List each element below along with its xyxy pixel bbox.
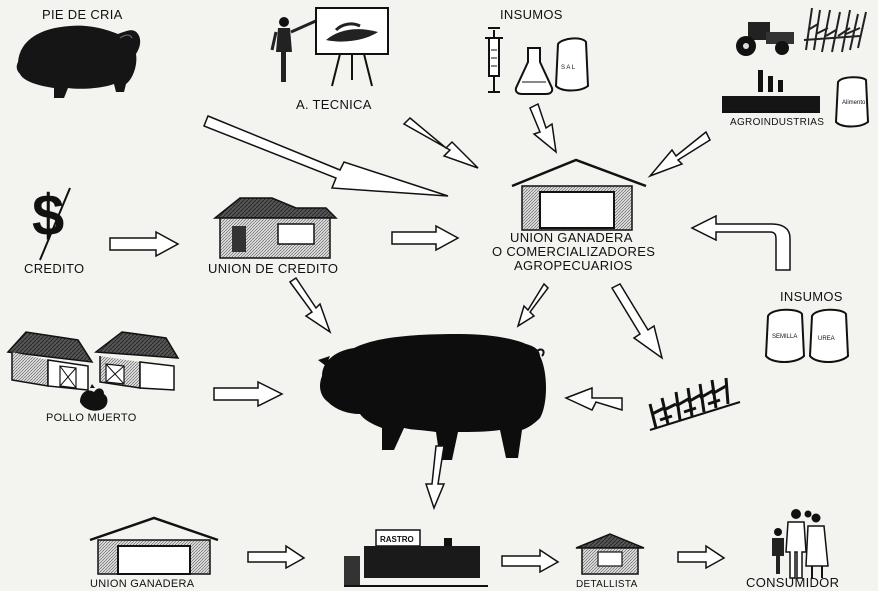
semilla-bag-icon: SEMILLA — [764, 308, 806, 363]
svg-text:Alimento: Alimento — [842, 100, 866, 106]
pig-icon — [318, 334, 546, 460]
arrow-pig-to-rastro — [424, 445, 446, 511]
pie-de-cria-label: PIE DE CRIA — [42, 7, 123, 22]
consumidor-label: CONSUMIDOR — [746, 575, 840, 590]
credito-label: CREDITO — [24, 261, 85, 276]
flask-icon — [514, 47, 554, 95]
arrow-agroindustrias-to-union — [647, 130, 711, 178]
arrow-pollo-to-pig — [213, 380, 284, 408]
sow-icon — [16, 25, 141, 99]
asistencia-tecnica-label: A. TECNICA — [296, 97, 372, 112]
arrow-tecnica-to-union — [402, 116, 479, 169]
house-icon — [212, 197, 338, 259]
arrow-credito-to-union — [109, 230, 180, 258]
warehouse-icon — [89, 516, 219, 575]
svg-text:S A L: S A L — [561, 65, 576, 71]
arrow-unioncredito-to-union — [391, 224, 460, 252]
union-ganadera-bottom-label: UNION GANADERA — [90, 578, 195, 590]
dollar-icon: $ — [32, 183, 71, 261]
barn-icon — [93, 331, 180, 391]
arrow-detallista-to-consumidor — [677, 544, 726, 570]
svg-text:SEMILLA: SEMILLA — [772, 334, 797, 340]
alimento-bag-icon: Alimento — [834, 76, 870, 128]
union-ganadera-label-3: AGROPECUARIOS — [514, 258, 633, 273]
slaughterhouse-icon: RASTRO — [344, 529, 488, 587]
pollo-muerto-label: POLLO MUERTO — [46, 412, 137, 424]
rastro-sign: RASTRO — [380, 535, 414, 544]
teacher-icon — [270, 7, 389, 87]
crop-field-icon — [648, 377, 741, 431]
union-ganadera-label-1: UNION GANADERA — [510, 230, 633, 245]
svg-text:UREA: UREA — [818, 336, 835, 342]
warehouse-icon — [511, 158, 647, 231]
arrow-uniong-to-rastro — [247, 544, 306, 570]
chicken-icon — [80, 384, 108, 411]
arrow-rastro-to-detallista — [501, 548, 560, 574]
union-ganadera-label-2: O COMERCIALIZADORES — [492, 244, 656, 259]
arrow-field-to-pig — [564, 386, 623, 412]
syringe-icon — [485, 27, 503, 93]
insumos-top-label: INSUMOS — [500, 7, 563, 22]
agroindustrias-label: AGROINDUSTRIAS — [730, 117, 825, 128]
detallista-label: DETALLISTA — [576, 579, 638, 590]
barn-icon — [6, 331, 94, 391]
arrow-insumos-to-union — [529, 102, 558, 154]
tractor-icon — [736, 22, 794, 56]
salt-bag-icon: S A L — [554, 37, 590, 92]
urea-bag-icon: UREA — [808, 308, 850, 363]
insumos-right-label: INSUMOS — [780, 289, 843, 304]
crops-icon — [803, 7, 867, 53]
retail-store-icon — [575, 533, 645, 575]
factory-icon — [722, 70, 820, 113]
family-icon — [772, 509, 829, 579]
arrow-insumos-right-to-union — [690, 214, 791, 271]
arrow-unioncredito-to-pig — [288, 276, 332, 334]
union-de-credito-label: UNION DE CREDITO — [208, 261, 339, 276]
arrow-sow-to-union — [203, 115, 449, 197]
arrow-union-to-pig — [516, 282, 549, 328]
arrow-union-to-field — [610, 283, 664, 360]
